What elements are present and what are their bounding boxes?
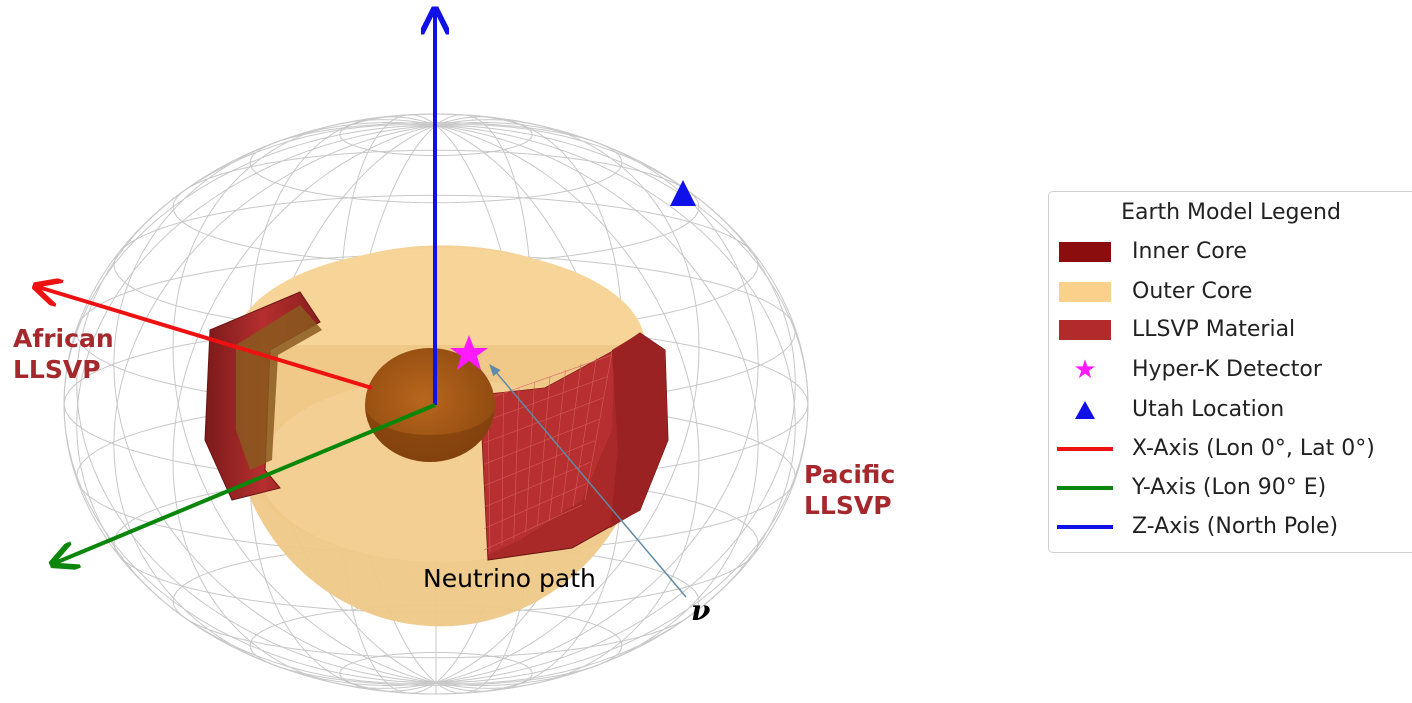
triangle-icon [1075, 401, 1095, 419]
llsvp-mesh-line [560, 363, 582, 514]
llsvp-mesh-line [483, 418, 600, 465]
wireframe-parallel [172, 149, 700, 265]
african-llsvp-label: African LLSVP [13, 324, 122, 384]
llsvp-mesh-line [483, 483, 587, 529]
neutrino-path-label: Neutrino path [423, 564, 596, 593]
outer-core-swatch [1059, 282, 1111, 302]
pacific-llsvp-block [479, 332, 669, 561]
legend-item-utah-location: Utah Location [1049, 393, 1412, 427]
llsvp-mesh-line [572, 357, 597, 507]
legend-title: Earth Model Legend [1121, 200, 1341, 225]
legend-item-inner-core: Inner Core [1049, 235, 1412, 269]
legend-item-x-axis: X-Axis (Lon 0°, Lat 0°) [1049, 432, 1412, 466]
llsvp-mesh-line [483, 440, 595, 487]
inner-core-swatch [1059, 242, 1111, 262]
llsvp-mesh-line [483, 354, 613, 401]
pacific-llsvp-label: Pacific LLSVP [804, 460, 904, 520]
llsvp-mesh-line [483, 461, 591, 508]
legend-item-label: X-Axis (Lon 0°, Lat 0°) [1132, 436, 1375, 461]
legend-item-hyper-k-detector: ★ Hyper-K Detector [1049, 353, 1412, 387]
wireframe-parallel [249, 122, 623, 204]
wireframe-parallel [249, 604, 623, 686]
x-axis-line-swatch [1057, 447, 1113, 451]
z-axis-line-swatch [1057, 525, 1113, 529]
legend-item-outer-core: Outer Core [1049, 275, 1412, 309]
llsvp-mesh-line [525, 381, 535, 533]
legend-item-y-axis: Y-Axis (Lon 90° E) [1049, 471, 1412, 505]
utah-location-marker [670, 180, 696, 206]
inner-core-shadow [365, 405, 495, 462]
legend-item-label: Hyper-K Detector [1132, 357, 1322, 382]
y-axis-line-swatch [1057, 486, 1113, 490]
llsvp-mesh-line [537, 375, 551, 527]
legend-item-label: Inner Core [1132, 239, 1247, 264]
llsvp-mesh-line [483, 376, 608, 422]
neutrino-path-arrow [489, 364, 687, 598]
llsvp-mesh-line [483, 397, 604, 444]
neutrino-symbol: ν [691, 594, 710, 627]
llsvp-mesh-line [483, 504, 583, 551]
legend-item-label: LLSVP Material [1132, 317, 1296, 342]
llsvp-mesh-line [513, 387, 520, 540]
llsvp-material-swatch [1059, 320, 1111, 340]
legend-item-label: Outer Core [1132, 279, 1253, 304]
legend: Earth Model Legend Inner Core Outer Core… [1048, 191, 1412, 553]
star-icon: ★ [1073, 355, 1097, 385]
african-llsvp-block [204, 291, 322, 501]
hyper-k-detector-marker [450, 335, 488, 370]
legend-item-label: Z-Axis (North Pole) [1132, 514, 1339, 539]
legend-item-z-axis: Z-Axis (North Pole) [1049, 510, 1412, 544]
legend-item-label: Y-Axis (Lon 90° E) [1132, 475, 1327, 500]
legend-item-llsvp-material: LLSVP Material [1049, 313, 1412, 347]
x-axis-arrow [38, 287, 373, 390]
y-axis-arrow [55, 403, 436, 563]
legend-item-label: Utah Location [1132, 397, 1285, 422]
